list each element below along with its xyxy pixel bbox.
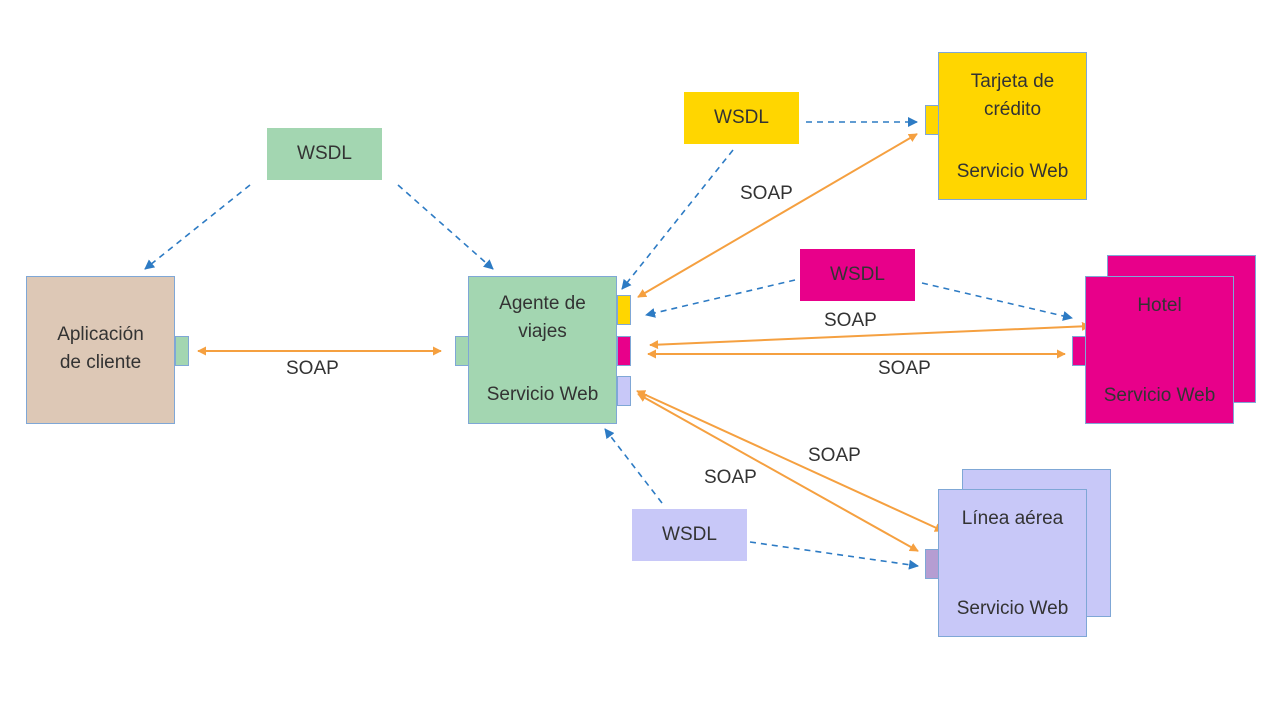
client-application-box: Aplicación de cliente (26, 276, 175, 424)
agent-port-lavender (617, 376, 631, 406)
hotel-service-label: Servicio Web (1103, 385, 1216, 406)
airline-service-box: Línea aérea Servicio Web (938, 489, 1087, 637)
wsdl-box-lavender: WSDL (632, 509, 747, 561)
agent-port-yellow (617, 295, 631, 325)
airline-service-label: Servicio Web (956, 598, 1069, 619)
wsdl-arrow-to-client (144, 184, 251, 270)
wsdl-arrow-yellow-to-agent (621, 149, 734, 290)
soap-label-credit: SOAP (740, 183, 793, 204)
agent-service-label: Servicio Web (486, 384, 599, 405)
travel-agent-box: Agente de viajes Servicio Web (468, 276, 617, 424)
soap-label-airline-left: SOAP (704, 467, 757, 488)
hotel-label: Hotel (1137, 295, 1182, 316)
credit-label-line1: Tarjeta de (970, 71, 1055, 92)
airline-label: Línea aérea (961, 508, 1064, 529)
wsdl-green-label: WSDL (297, 142, 352, 164)
credit-card-service-box: Tarjeta de crédito Servicio Web (938, 52, 1087, 200)
wsdl-arrow-magenta-to-hotel (921, 282, 1073, 321)
agent-port-magenta (617, 336, 631, 366)
agent-label-line2: viajes (518, 321, 567, 342)
wsdl-magenta-label: WSDL (830, 263, 885, 285)
wsdl-arrow-lavender-to-airline (749, 541, 919, 570)
soap-label-hotel-top: SOAP (824, 310, 877, 331)
soap-arrow-credit (637, 133, 918, 298)
client-label-line1: Aplicación (57, 324, 144, 345)
soap-label-hotel-bottom: SOAP (878, 358, 931, 379)
hotel-port (1072, 336, 1086, 366)
hotel-service-box: Hotel Servicio Web (1085, 276, 1234, 424)
agent-label-line1: Agente de (499, 293, 586, 314)
credit-service-label: Servicio Web (956, 161, 1069, 182)
credit-label-line2: crédito (983, 99, 1042, 120)
wsdl-arrow-to-agent (397, 184, 494, 270)
wsdl-box-yellow: WSDL (684, 92, 799, 144)
client-port (175, 336, 189, 366)
soap-label-airline-right: SOAP (808, 445, 861, 466)
agent-port-left (455, 336, 469, 366)
wsdl-lavender-label: WSDL (662, 523, 717, 545)
wsdl-arrow-magenta-to-agent (645, 279, 796, 318)
soap-arrow-hotel-top (649, 321, 1091, 350)
wsdl-arrow-lavender-to-agent (604, 428, 663, 504)
credit-port (925, 105, 939, 135)
wsdl-yellow-label: WSDL (714, 106, 769, 128)
airline-port (925, 549, 939, 579)
wsdl-box-magenta: WSDL (800, 249, 915, 301)
soap-arrow-airline-b (637, 393, 919, 552)
wsdl-box-green: WSDL (267, 128, 382, 180)
client-label-line2: de cliente (59, 352, 142, 373)
soap-label-client-agent: SOAP (286, 358, 339, 379)
